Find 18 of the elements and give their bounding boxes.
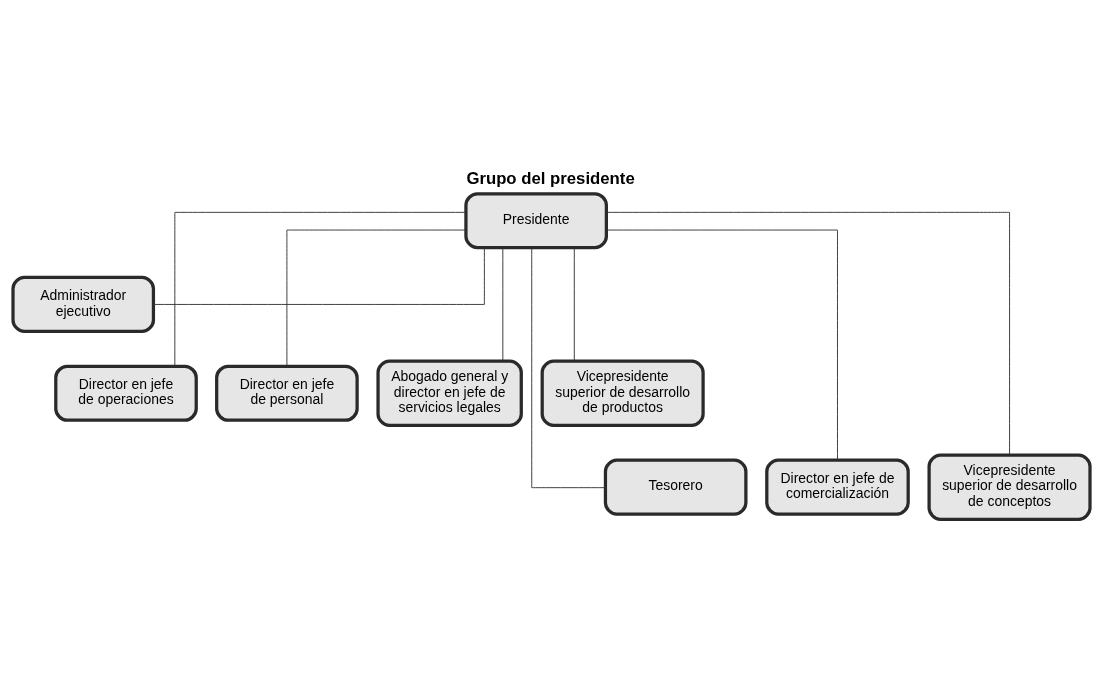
connector	[605, 229, 838, 461]
connector	[573, 247, 575, 362]
node-box: Abogado general y director en jefe de servicios legales	[376, 359, 523, 427]
connector	[502, 247, 504, 362]
connector	[174, 211, 467, 367]
connector	[286, 229, 467, 367]
node-box: Vicepresidente superior de desarrollo de conceptos	[927, 453, 1092, 521]
connector	[531, 247, 606, 489]
connector	[153, 247, 485, 305]
node-box: Vicepresidente superior de desarrollo de productos	[540, 359, 705, 427]
node-box: Presidente	[464, 192, 608, 250]
node-box: Director en jefe de comercialización	[765, 458, 910, 516]
node-box: Administrador ejecutivo	[11, 275, 156, 334]
node-box: Director en jefe de operaciones	[54, 364, 198, 422]
node-box: Tesorero	[603, 458, 748, 516]
connector	[606, 211, 1010, 456]
diagram-title: Grupo del presidente	[466, 168, 635, 188]
node-box: Director en jefe de personal	[215, 364, 359, 422]
